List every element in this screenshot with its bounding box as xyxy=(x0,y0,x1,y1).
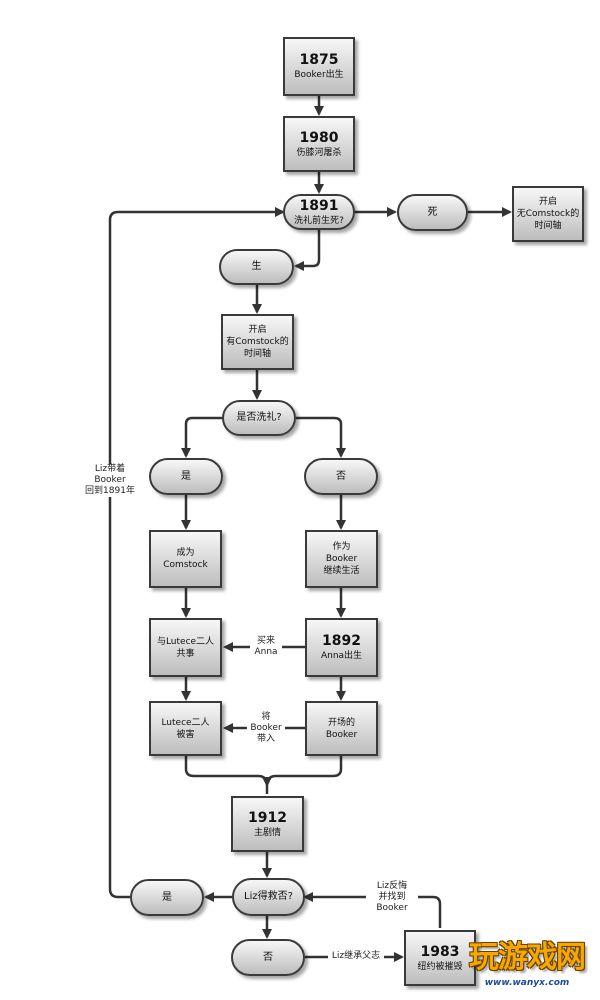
node-1875: 1875 Booker出生 xyxy=(283,37,355,96)
node-booker-lives-line2: Booker xyxy=(325,554,358,564)
node-1891-year: 1891 xyxy=(299,197,339,214)
node-1983-text: 纽约被摧毁 xyxy=(417,961,463,972)
node-dead: 死 xyxy=(397,194,468,231)
node-dead-text: 死 xyxy=(427,206,438,218)
edge-1891-alive xyxy=(294,230,321,271)
edge-label-buy-anna-line1: 买来 xyxy=(256,636,275,646)
edge-label-bring-booker-line3: 带入 xyxy=(256,734,275,744)
node-work-with-lutece-line1: 与Lutece二人 xyxy=(156,636,215,647)
node-not-baptized-text: 否 xyxy=(336,470,346,482)
edge-label-liz-inherit: Liz继承父志 xyxy=(328,951,384,962)
watermark-text: 玩游戏网 xyxy=(469,940,586,975)
edge-label-bring-booker-line1: 将 xyxy=(261,712,271,722)
node-1912-year: 1912 xyxy=(248,809,287,826)
node-with-comstock-line2: 有Comstock的 xyxy=(226,337,289,347)
node-1983-year: 1983 xyxy=(420,943,460,960)
node-1980: 1980 伤膝河屠杀 xyxy=(283,116,355,172)
edge-merge-1912 xyxy=(184,756,343,794)
node-yes-baptized: 是 xyxy=(149,458,223,495)
node-booker-lives-on: 作为 Booker 继续生活 xyxy=(305,530,378,588)
node-work-with-lutece: 与Lutece二人 共事 xyxy=(149,618,222,677)
node-1892-year: 1892 xyxy=(322,633,361,649)
node-1891-text: 洗礼前生死? xyxy=(294,215,344,226)
node-no-comstock-line2: 无Comstock的 xyxy=(516,209,580,219)
edge-baptq-no xyxy=(296,416,346,458)
edge-label-liz-regret-line3: Booker xyxy=(376,903,408,913)
node-with-comstock-timeline: 开启 有Comstock的 时间轴 xyxy=(221,314,294,370)
edge-yes-loop-1891 xyxy=(108,207,285,899)
node-yes-baptized-text: 是 xyxy=(181,470,191,482)
node-with-comstock-line1: 开启 xyxy=(248,325,267,335)
edge-label-liz-regret-line1: Liz反悔 xyxy=(376,881,408,891)
node-liz-saved-question: Liz得救否? xyxy=(232,878,305,916)
edge-label-bring-booker-line2: Booker xyxy=(250,723,282,733)
node-1892-text: Anna出生 xyxy=(320,651,363,661)
node-liz-saved-yes: 是 xyxy=(130,879,204,916)
node-no-comstock-timeline: 开启 无Comstock的 时间轴 xyxy=(512,186,584,242)
edge-baptq-yes xyxy=(181,416,222,458)
node-liz-saved-no-text: 否 xyxy=(263,951,273,963)
node-opening-booker-line1: 开场的 xyxy=(327,717,355,728)
edge-label-liz-return-line2: Booker xyxy=(94,475,126,485)
node-alive-text: 生 xyxy=(251,261,262,272)
edge-label-buy-anna: 买来 Anna xyxy=(250,636,282,658)
node-work-with-lutece-line2: 共事 xyxy=(176,648,195,659)
node-booker-lives-line1: 作为 xyxy=(332,542,351,552)
node-1912: 1912 主剧情 xyxy=(231,796,304,852)
edge-label-liz-return: Liz带着 Booker 回到1891年 xyxy=(82,464,138,497)
node-alive: 生 xyxy=(219,249,294,285)
watermark-url: www.wanyx.com xyxy=(484,978,570,988)
node-no-comstock-line1: 开启 xyxy=(538,197,557,207)
node-1983: 1983 纽约被摧毁 xyxy=(404,930,476,986)
node-1912-text: 主剧情 xyxy=(253,827,281,838)
node-with-comstock-line3: 时间轴 xyxy=(243,349,271,359)
node-baptized-question: 是否洗礼? xyxy=(222,400,296,436)
node-lutece-killed-line1: Lutece二人 xyxy=(161,717,210,728)
edge-label-bring-booker: 将 Booker 带入 xyxy=(247,712,285,745)
node-baptized-question-text: 是否洗礼? xyxy=(236,412,282,423)
node-opening-booker: 开场的 Booker xyxy=(305,701,378,756)
edge-label-liz-regret: Liz反悔 并找到 Booker xyxy=(366,881,418,914)
node-liz-saved-yes-text: 是 xyxy=(162,891,172,903)
watermark-logo: 玩游戏网 www.wanyx.com xyxy=(462,940,592,996)
node-liz-saved-question-text: Liz得救否? xyxy=(244,891,293,902)
node-1875-text: Booker出生 xyxy=(294,70,344,80)
node-1980-year: 1980 xyxy=(299,129,339,146)
edge-1983-lizq xyxy=(303,892,442,928)
node-opening-booker-line2: Booker xyxy=(325,729,358,740)
node-lutece-killed: Lutece二人 被害 xyxy=(149,701,222,756)
edge-label-liz-inherit-line1: Liz继承父志 xyxy=(331,951,381,961)
node-become-comstock: 成为 Comstock xyxy=(149,530,222,588)
node-lutece-killed-line2: 被害 xyxy=(176,729,195,740)
node-become-comstock-line1: 成为 xyxy=(176,548,195,558)
edge-label-liz-regret-line2: 并找到 xyxy=(378,892,406,902)
node-become-comstock-line2: Comstock xyxy=(163,560,208,570)
node-no-comstock-line3: 时间轴 xyxy=(534,221,562,231)
node-1891: 1891 洗礼前生死? xyxy=(283,194,355,230)
node-1892: 1892 Anna出生 xyxy=(305,618,378,677)
edge-label-liz-return-line1: Liz带着 xyxy=(94,464,126,474)
node-not-baptized: 否 xyxy=(304,458,378,495)
edge-label-liz-return-line3: 回到1891年 xyxy=(85,486,135,496)
edge-label-buy-anna-line2: Anna xyxy=(254,647,278,657)
node-1875-year: 1875 xyxy=(299,52,339,68)
node-liz-saved-no: 否 xyxy=(231,939,305,976)
node-1980-text: 伤膝河屠杀 xyxy=(296,147,342,158)
node-booker-lives-line3: 继续生活 xyxy=(323,566,360,576)
